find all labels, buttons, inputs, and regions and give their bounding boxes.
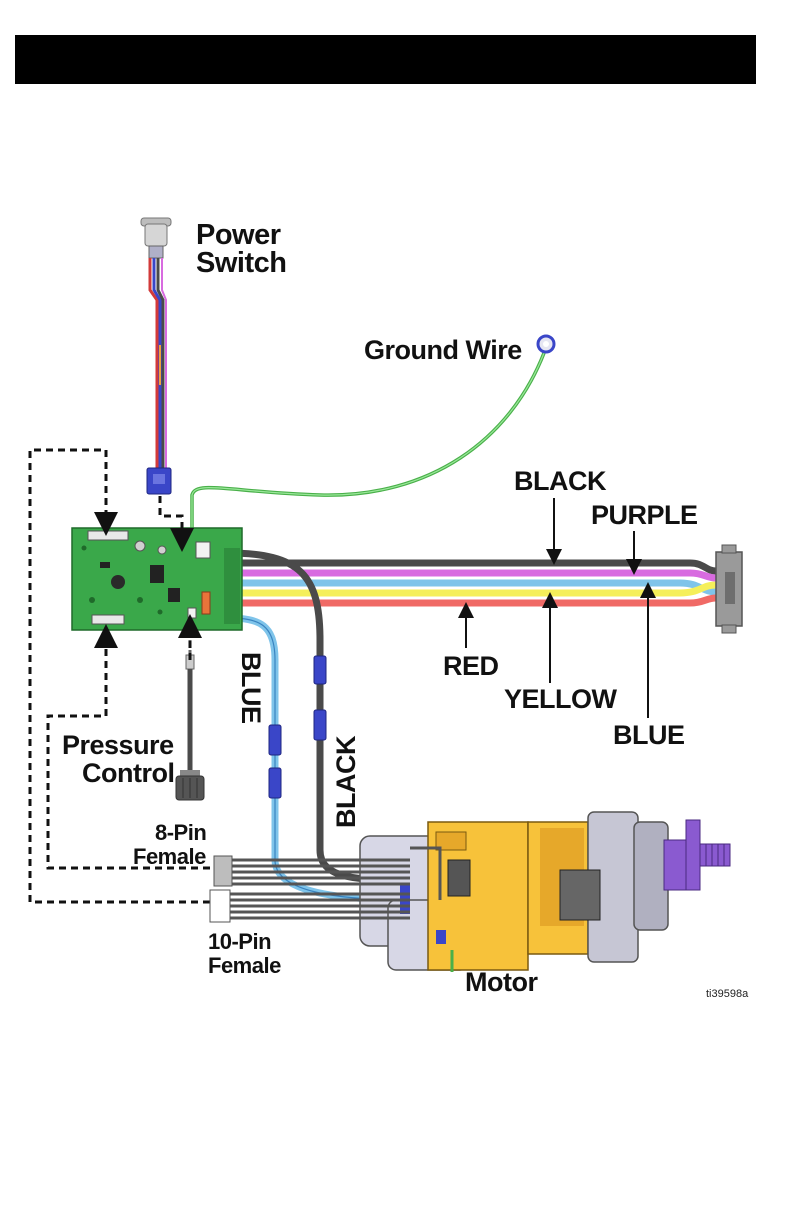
ten-pin-cable: [210, 890, 410, 922]
label-power-switch-2: Switch: [196, 247, 286, 279]
label-pressure-control-1: Pressure: [62, 730, 174, 760]
label-red: RED: [443, 651, 499, 681]
label-10pin-1: 10-Pin: [208, 929, 271, 954]
power-switch-connector: [147, 468, 171, 494]
control-board: [72, 528, 242, 630]
label-blue: BLUE: [613, 720, 685, 750]
label-10pin-2: Female: [208, 953, 281, 978]
label-8pin-2: Female: [133, 844, 206, 869]
harness-connector: [716, 545, 742, 633]
motor: [360, 812, 730, 972]
label-black: BLACK: [514, 466, 607, 496]
ring-terminal: [538, 336, 554, 352]
label-pressure-control-2: Control: [82, 758, 174, 788]
label-purple: PURPLE: [591, 500, 698, 530]
power-switch: [141, 218, 171, 258]
label-ground-wire: Ground Wire: [364, 335, 522, 365]
label-8pin-1: 8-Pin: [155, 820, 206, 845]
label-motor: Motor: [465, 967, 538, 997]
label-yellow: YELLOW: [504, 684, 618, 714]
label-blue-vertical: BLUE: [236, 652, 266, 724]
power-switch-cable: [150, 258, 166, 470]
ground-wire: [192, 353, 544, 540]
label-black-vertical: BLACK: [331, 735, 361, 828]
figure-id: ti39598a: [706, 988, 749, 1000]
